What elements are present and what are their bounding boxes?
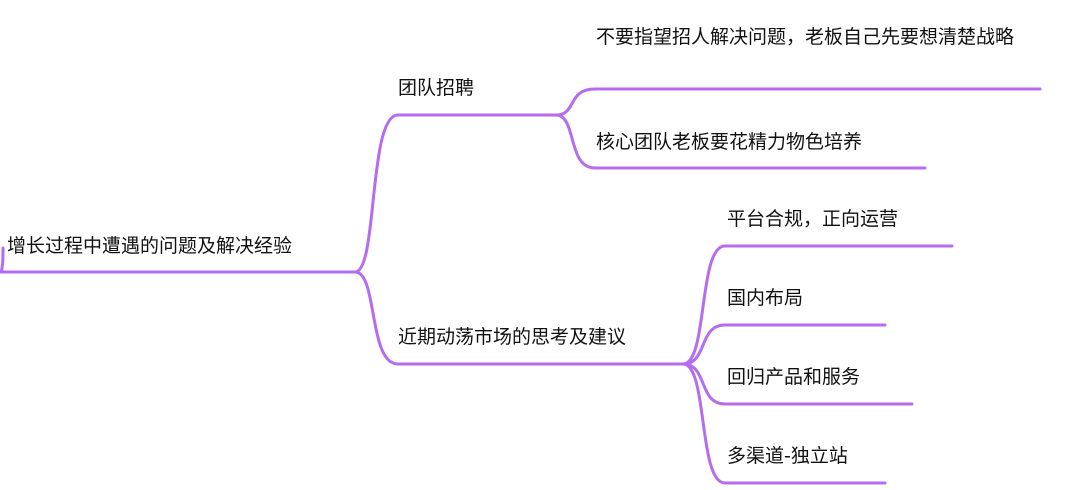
connector-market-to-product bbox=[681, 362, 727, 406]
leaf-node-platform-compliance: 平台合规，正向运营 bbox=[727, 208, 899, 230]
connector-market-to-domestic bbox=[681, 323, 727, 366]
root-node-label: 增长过程中遭遇的问题及解决经验 bbox=[7, 235, 293, 257]
leaf-node-core-team: 核心团队老板要花精力物色培养 bbox=[596, 131, 863, 153]
connector-market-to-compliance bbox=[681, 244, 727, 366]
connector-market-to-multichannel bbox=[681, 362, 727, 485]
leaf-node-domestic-layout: 国内布局 bbox=[727, 287, 804, 309]
connector-team-to-strategy bbox=[554, 87, 597, 117]
branch-node-market-thoughts: 近期动荡市场的思考及建议 bbox=[398, 326, 627, 348]
leaf-node-multichannel-site: 多渠道-独立站 bbox=[727, 445, 848, 467]
connector-team-to-core bbox=[554, 113, 597, 170]
connector-root-to-team bbox=[353, 113, 400, 274]
branch-node-team-recruitment: 团队招聘 bbox=[398, 77, 475, 99]
leaf-node-return-to-product: 回归产品和服务 bbox=[727, 366, 861, 388]
leaf-node-strategy-first: 不要指望招人解决问题，老板自己先要想清楚战略 bbox=[596, 26, 1015, 48]
root-left-stub bbox=[0, 246, 5, 274]
connector-root-to-market bbox=[353, 270, 400, 366]
